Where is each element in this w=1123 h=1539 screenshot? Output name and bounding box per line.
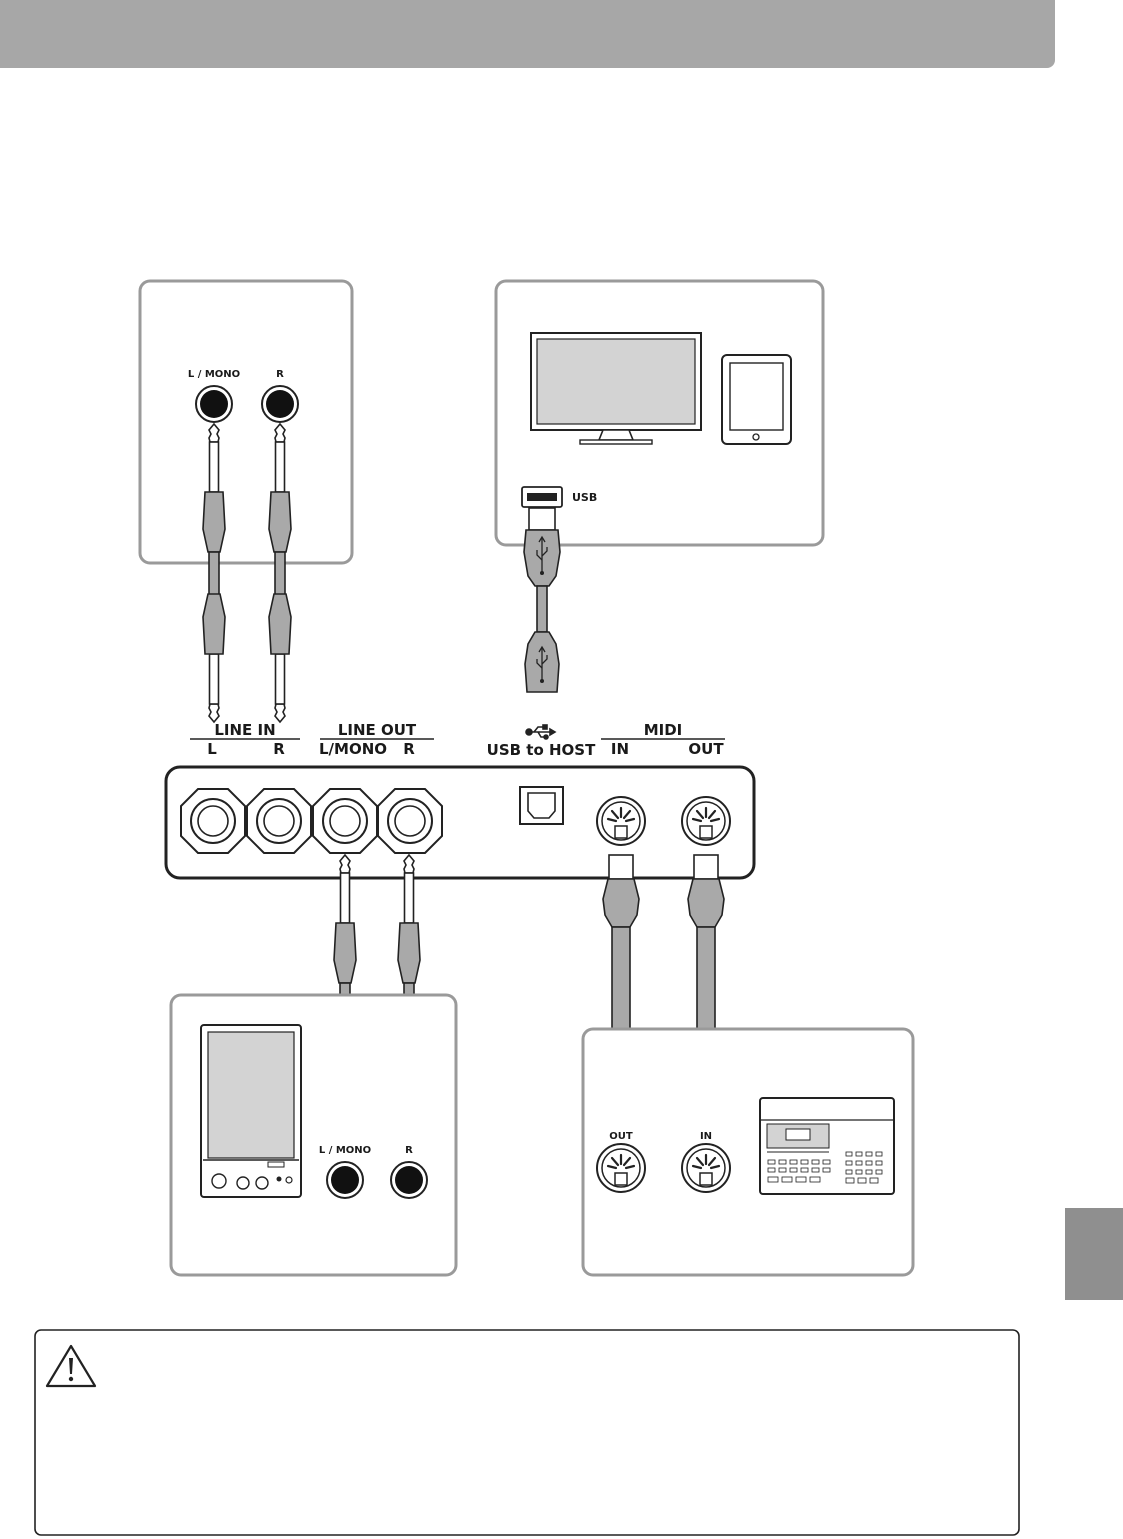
- line-out-left-jack: [312, 788, 378, 854]
- midi-out-label: OUT: [688, 740, 724, 758]
- audio-source-right-label: R: [276, 369, 284, 380]
- midi-device-out-label: OUT: [609, 1131, 633, 1142]
- sound-module-icon: [759, 1097, 895, 1195]
- midi-device-in-port: [680, 1142, 732, 1194]
- usb-port-icon: [521, 486, 563, 508]
- monitor-icon: [530, 332, 702, 445]
- usb-trident-icon: [525, 724, 557, 740]
- amplifier-left-label: L / MONO: [319, 1145, 371, 1156]
- midi-device-in-label: IN: [700, 1131, 712, 1142]
- tablet-icon: [721, 354, 792, 445]
- speaker-icon: [200, 1024, 302, 1198]
- midi-device-out-port: [595, 1142, 647, 1194]
- line-in-cable-right: [268, 423, 292, 722]
- midi-device-box: [581, 1027, 915, 1277]
- warning-triangle-icon: [45, 1344, 97, 1388]
- line-in-cable-left: [202, 423, 226, 722]
- line-out-left-label: L/MONO: [319, 740, 387, 758]
- audio-source-box: [138, 279, 354, 565]
- audio-source-right-socket: [261, 385, 299, 423]
- amplifier-right-label: R: [405, 1145, 413, 1156]
- audio-source-left-label: L / MONO: [188, 369, 240, 380]
- side-tab: [1065, 1208, 1123, 1300]
- line-out-right-jack: [377, 788, 443, 854]
- usb-cable: [523, 507, 561, 693]
- midi-in-port: [595, 795, 647, 847]
- header-bar: [0, 0, 1055, 68]
- usb-to-host-label: USB to HOST: [487, 741, 596, 759]
- caution-box: [34, 1329, 1020, 1536]
- audio-source-left-socket: [195, 385, 233, 423]
- instrument-panel: [164, 765, 756, 880]
- midi-title: MIDI: [644, 721, 683, 739]
- usb-to-host-port: [519, 786, 564, 825]
- line-in-left-jack: [180, 788, 246, 854]
- line-in-title: LINE IN: [214, 721, 275, 739]
- line-in-left-label: L: [207, 740, 217, 758]
- line-out-right-label: R: [403, 740, 415, 758]
- computer-usb-label: USB: [572, 491, 597, 504]
- line-in-right-jack: [246, 788, 312, 854]
- line-out-title: LINE OUT: [338, 721, 417, 739]
- midi-in-label: IN: [611, 740, 629, 758]
- amplifier-left-socket: [326, 1161, 364, 1199]
- amplifier-right-socket: [390, 1161, 428, 1199]
- line-in-right-label: R: [273, 740, 285, 758]
- midi-out-port: [680, 795, 732, 847]
